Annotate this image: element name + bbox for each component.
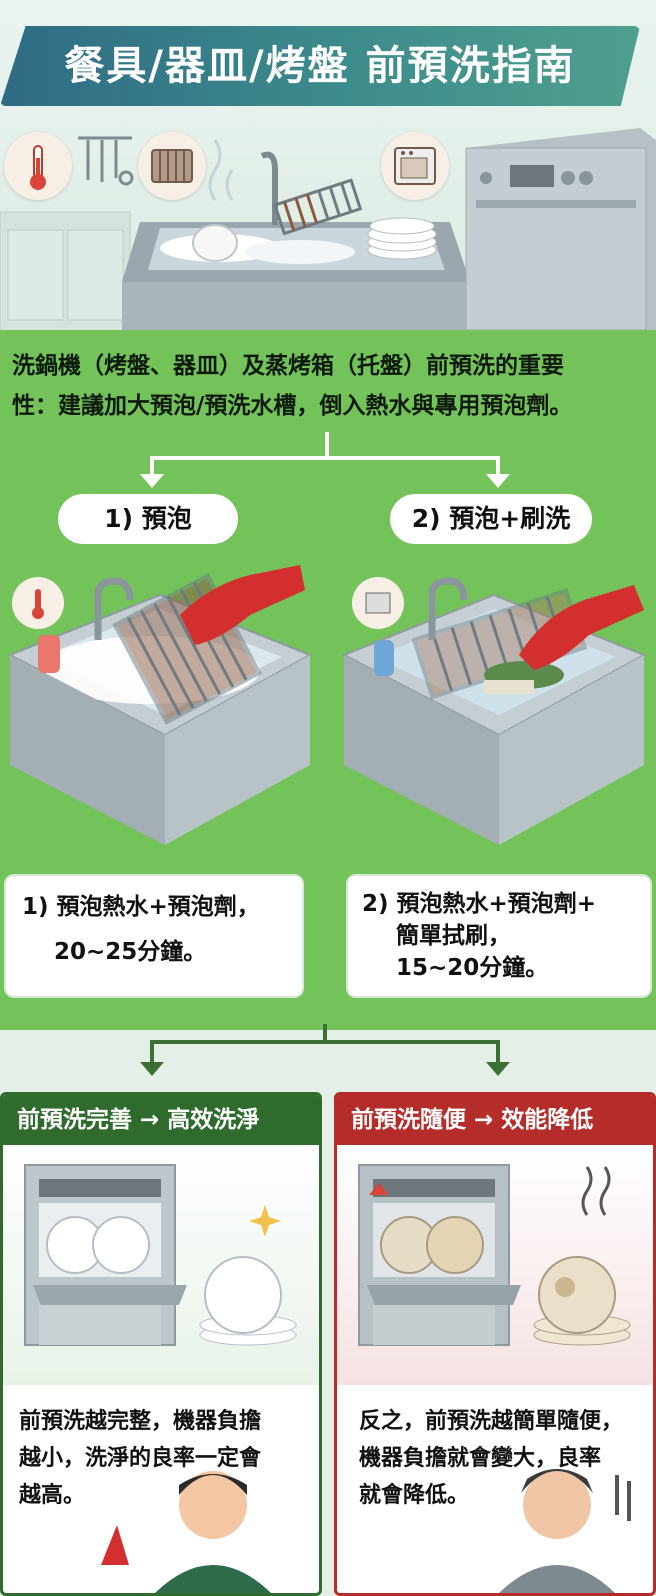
bad-outcome-line-3: 就會降低。 — [359, 1483, 470, 1508]
step-2-desc-line-2: 簡單拭刷， — [396, 923, 511, 949]
step-1-card: 1) 預泡熱水+預泡劑， 20~25分鐘。 — [4, 874, 304, 998]
arrow-down-icon — [486, 474, 510, 488]
good-outcome-line-3: 越高。 — [19, 1483, 86, 1508]
good-outcome-panel: 前預洗完善 → 高效洗淨 前預洗越完整，機器負擔 越小，洗淨的良率一定會 越高。 — [0, 1092, 322, 1596]
good-outcome-heading: 前預洗完善 → 高效洗淨 — [3, 1095, 319, 1145]
bad-outcome-line-1: 反之，前預洗越簡單隨便， — [359, 1409, 624, 1434]
bad-outcome-heading: 前預洗隨便 → 效能降低 — [337, 1095, 653, 1145]
happy-worker-illustration — [101, 1471, 271, 1593]
connector-line — [496, 1040, 500, 1066]
step-1-label: 1) 預泡 — [58, 494, 238, 544]
step-2-label: 2) 預泡+刷洗 — [390, 494, 592, 544]
connector-line — [150, 456, 154, 484]
scrubbing-sink-illustration — [341, 577, 647, 845]
arrow-down-icon — [140, 474, 164, 488]
step-2-card: 2) 預泡熱水+預泡劑+ 簡單拭刷， 15~20分鐘。 — [346, 874, 652, 998]
dirty-dishwasher-illustration — [337, 1145, 653, 1385]
bad-outcome-text: 反之，前預洗越簡單隨便， 機器負擔就會變大，良率 就會降低。 — [337, 1385, 653, 1514]
bad-outcome-panel: 前預洗隨便 → 效能降低 反之，前預洗越簡單隨便， 機器負擔就會變大，良率 就會… — [334, 1092, 656, 1596]
kitchen-scene — [0, 128, 656, 330]
connector-line — [323, 1024, 327, 1044]
connector-line — [150, 1040, 500, 1044]
intro-line-2: 性：建議加大預泡/預洗水槽，倒入熱水與專用預泡劑。 — [12, 393, 573, 419]
good-outcome-line-1: 前預洗越完整，機器負擔 — [19, 1409, 262, 1434]
steam-icon — [581, 1166, 593, 1216]
soaking-sink-illustration — [7, 565, 313, 845]
sparkle-icon — [249, 1205, 281, 1237]
good-outcome-text: 前預洗越完整，機器負擔 越小，洗淨的良率一定會 越高。 — [3, 1385, 319, 1514]
bad-outcome-line-2: 機器負擔就會變大，良率 — [359, 1446, 602, 1471]
arrow-down-icon — [140, 1062, 164, 1076]
arrow-down-icon — [486, 1062, 510, 1076]
connector-line — [496, 456, 500, 484]
header-illustration: 餐具/器皿/烤盤 前預洗指南 — [0, 0, 656, 330]
thumbs-up-icon — [101, 1525, 129, 1565]
page-title: 餐具/器皿/烤盤 前預洗指南 — [64, 43, 576, 89]
step-2-desc-line-3: 15~20分鐘。 — [396, 955, 549, 981]
connector-line — [150, 1040, 154, 1066]
worried-worker-illustration — [499, 1469, 631, 1593]
connector-line — [325, 432, 329, 458]
grill-tray-icon — [138, 132, 206, 200]
intro-line-1: 洗鍋機（烤盤、器皿）及蒸烤箱（托盤）前預洗的重要 — [12, 353, 564, 379]
connector-line — [150, 456, 500, 460]
thermometer-icon — [4, 132, 72, 200]
clean-dishwasher-illustration — [3, 1145, 319, 1385]
oven-icon — [381, 132, 449, 200]
intro-text: 洗鍋機（烤盤、器皿）及蒸烤箱（托盤）前預洗的重要 性：建議加大預泡/預洗水槽，倒… — [12, 346, 652, 426]
step-1-desc-line-1: 1) 預泡熱水+預泡劑， — [22, 894, 260, 920]
title-banner — [0, 26, 640, 106]
step-1-desc-line-2: 20~25分鐘。 — [54, 939, 207, 965]
step-2-desc-line-1: 2) 預泡熱水+預泡劑+ — [362, 891, 597, 917]
good-outcome-line-2: 越小，洗淨的良率一定會 — [19, 1446, 262, 1471]
